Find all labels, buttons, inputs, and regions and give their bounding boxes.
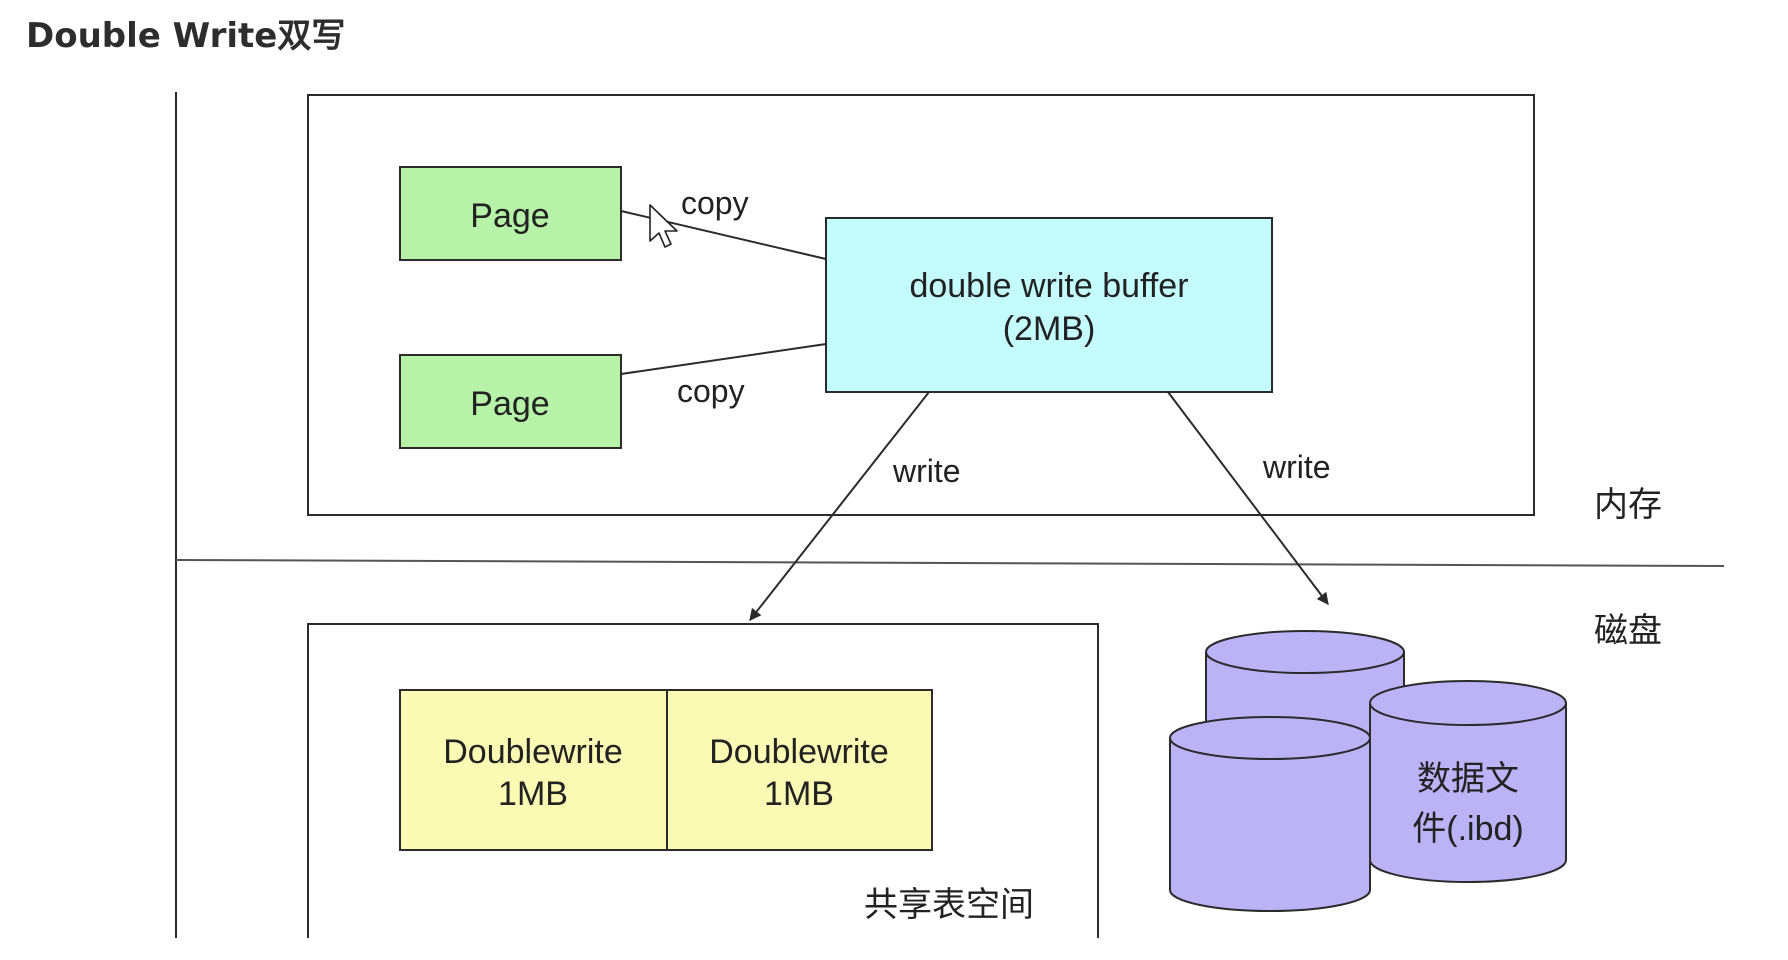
page-box-bottom-label: Page bbox=[470, 385, 549, 423]
write-label-right: write bbox=[1262, 449, 1331, 485]
copy-label-top: copy bbox=[681, 185, 749, 221]
write-arrow-right bbox=[1167, 391, 1329, 605]
buffer-label-line2: (2MB) bbox=[1003, 310, 1096, 348]
double-write-buffer-box: double write buffer (2MB) bbox=[825, 217, 1273, 393]
memory-container bbox=[307, 94, 1535, 516]
doublewrite-1-line1: Doublewrite bbox=[443, 733, 623, 771]
memory-label: 内存 bbox=[1594, 486, 1662, 524]
shared-tablespace-label: 共享表空间 bbox=[864, 886, 1034, 924]
disk-label: 磁盘 bbox=[1594, 612, 1662, 650]
shared-tablespace-container bbox=[307, 623, 1099, 938]
page-box-top-label: Page bbox=[470, 197, 549, 235]
buffer-label-line1: double write buffer bbox=[909, 267, 1188, 305]
copy-line-bottom bbox=[620, 343, 827, 375]
page-box-bottom: Page bbox=[399, 354, 622, 449]
copy-label-bottom: copy bbox=[677, 373, 745, 409]
mouse-cursor-icon bbox=[649, 204, 678, 248]
datafile-label-line2: 件(.ibd) bbox=[1412, 810, 1523, 848]
page-box-top: Page bbox=[399, 166, 622, 261]
doublewrite-box-2: Doublewrite 1MB bbox=[666, 689, 933, 851]
memory-disk-divider bbox=[175, 559, 1725, 567]
datafile-cylinder-front-right: 数据文 件(.ibd) bbox=[1369, 680, 1567, 883]
doublewrite-2-line2: 1MB bbox=[764, 775, 834, 813]
datafile-cylinder-front-left bbox=[1169, 716, 1371, 912]
write-arrow-left bbox=[749, 391, 930, 621]
doublewrite-2-line1: Doublewrite bbox=[709, 733, 889, 771]
page-title: Double Write双写 bbox=[26, 16, 346, 56]
doublewrite-box-1: Doublewrite 1MB bbox=[399, 689, 668, 851]
doublewrite-1-line2: 1MB bbox=[498, 775, 568, 813]
write-label-left: write bbox=[892, 453, 961, 489]
datafile-label-line1: 数据文 bbox=[1417, 760, 1519, 798]
